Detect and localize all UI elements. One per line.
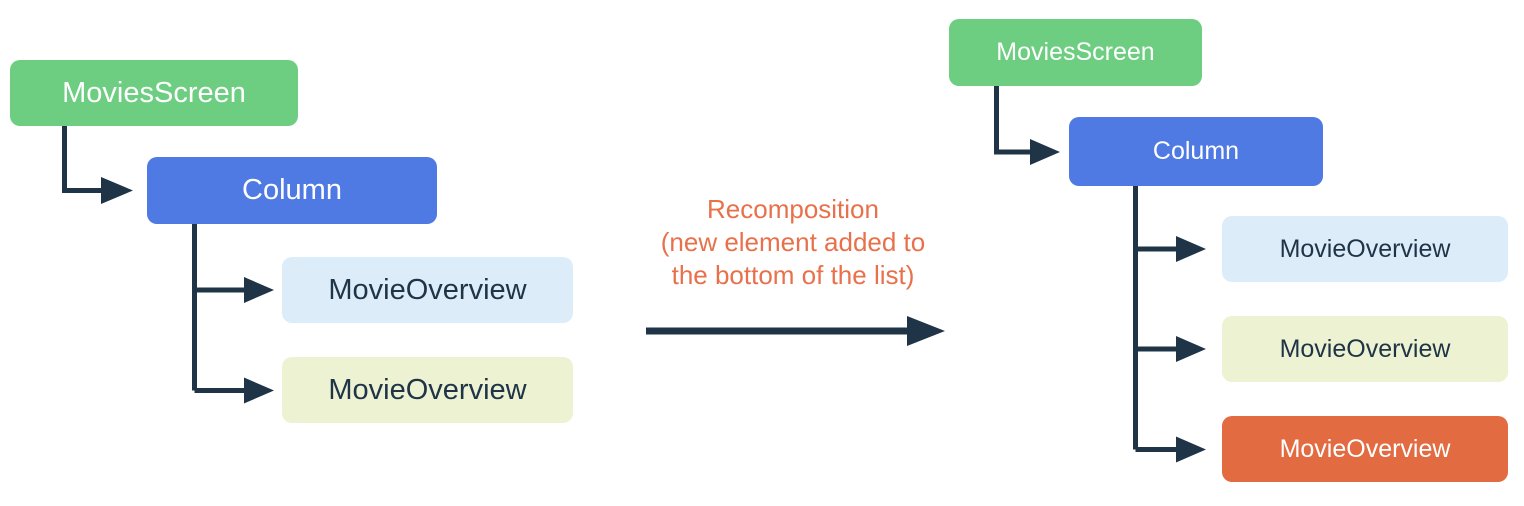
right-movie-overview-node-3-new: MovieOverview <box>1222 416 1508 482</box>
transition-annotation-line-1: Recomposition <box>707 194 879 224</box>
left-root-arrowhead-icon <box>101 177 133 204</box>
left-branch-1-arrowhead-icon <box>244 277 274 303</box>
transition-annotation: Recomposition (new element added to the … <box>598 193 988 292</box>
left-branch-2-arrowhead-icon <box>244 377 274 404</box>
left-root-to-column-connector <box>62 126 103 193</box>
right-branch-2-arrowhead-icon <box>1176 336 1206 362</box>
right-root-arrowhead-icon <box>1030 139 1060 165</box>
right-movie-overview-node-1: MovieOverview <box>1222 216 1508 282</box>
right-movies-screen-node: MoviesScreen <box>949 19 1202 86</box>
transition-annotation-line-2: (new element added to <box>660 227 926 257</box>
right-branch-3-arrowhead-icon <box>1176 436 1206 463</box>
left-movie-overview-node-1: MovieOverview <box>282 257 573 323</box>
right-branch-1-arrowhead-icon <box>1176 236 1206 262</box>
transition-annotation-line-3: the bottom of the list) <box>671 260 915 290</box>
right-movie-overview-node-2: MovieOverview <box>1222 316 1508 382</box>
right-column-node: Column <box>1069 117 1323 186</box>
right-root-to-column-connector <box>994 86 1031 155</box>
left-column-node: Column <box>147 157 437 224</box>
left-movie-overview-node-2: MovieOverview <box>282 357 573 423</box>
transition-arrowhead-icon <box>907 316 945 346</box>
left-movies-screen-node: MoviesScreen <box>10 60 298 126</box>
